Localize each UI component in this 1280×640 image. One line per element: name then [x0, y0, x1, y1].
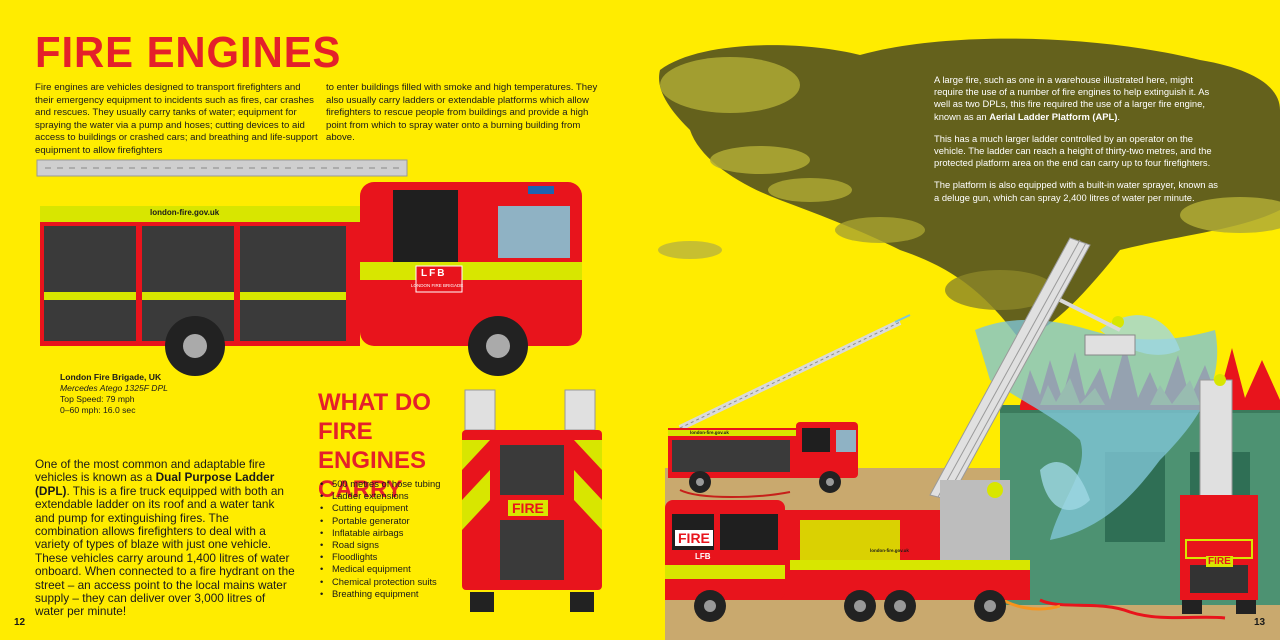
apl-paragraph-2: This has a much larger ladder controlled…: [934, 132, 1212, 169]
para1-bold: Aerial Ladder Platform (APL): [989, 110, 1118, 122]
rear-view-truck-right: [1180, 374, 1258, 614]
list-item: Medical equipment: [318, 563, 440, 575]
body-part-2: . This is a fire truck equipped with bot…: [35, 483, 295, 619]
list-item: Cutting equipment: [318, 502, 440, 514]
caption-acceleration: 0–60 mph: 16.0 sec: [60, 405, 136, 415]
para1-text: A large fire, such as one in a warehouse…: [934, 74, 1210, 122]
para1-end: .: [1117, 110, 1121, 122]
smoke-cloud: [659, 38, 1280, 341]
body-part-1: One of the most common and adaptable fir…: [35, 457, 266, 485]
apl-paragraph-1: A large fire, such as one in a warehouse…: [934, 74, 1224, 123]
truck-caption: London Fire Brigade, UK Mercedes Atego 1…: [60, 372, 168, 416]
truck-side-url: london-fire.gov.uk: [150, 208, 220, 217]
list-item: Chemical protection suits: [318, 576, 440, 588]
body-bold: Dual Purpose Ladder (DPL): [35, 470, 275, 498]
apl-logo: LFB: [695, 552, 711, 561]
water-spray: [975, 319, 1218, 540]
page-title: FIRE ENGINES: [35, 28, 342, 77]
apl-label: FIRE: [675, 530, 713, 546]
dpl-body-text: One of the most common and adaptable fir…: [35, 457, 295, 619]
truck-side-logo-sub: LONDON FIRE BRIGADE: [411, 283, 464, 288]
page-number-left: 12: [14, 617, 26, 628]
page-number-right: 13: [1254, 617, 1266, 628]
apl-paragraph-3: The platform is also equipped with a bui…: [934, 179, 1218, 203]
apl-description: A large fire, such as one in a warehouse…: [934, 74, 1224, 214]
caption-model: Mercedes Atego 1325F DPL: [60, 383, 168, 393]
apl-url: london-fire.gov.uk: [870, 548, 909, 553]
intro-column-1: Fire engines are vehicles designed to tr…: [35, 82, 318, 156]
list-item: Inflatable airbags: [318, 527, 440, 539]
list-item: Portable generator: [318, 515, 440, 527]
truck-rear-label: FIRE: [508, 500, 548, 516]
carry-list: 500 metres of hose tubing Ladder extensi…: [318, 478, 440, 600]
truck-side-logo: LFB: [421, 268, 447, 279]
list-item: Road signs: [318, 539, 440, 551]
dpl-side-view-truck: [36, 159, 582, 376]
rear-truck-right-label: FIRE: [1206, 556, 1233, 567]
list-item: 500 metres of hose tubing: [318, 478, 440, 490]
list-item: Ladder extensions: [318, 490, 440, 502]
list-item: Floodlights: [318, 551, 440, 563]
intro-column-2: to enter buildings filled with smoke and…: [326, 82, 598, 144]
hose: [679, 489, 791, 498]
small-dpl-truck: [668, 314, 911, 493]
caption-name: London Fire Brigade, UK: [60, 372, 162, 382]
small-truck-url: london-fire.gov.uk: [690, 430, 729, 435]
list-item: Breathing equipment: [318, 588, 440, 600]
caption-top-speed: Top Speed: 79 mph: [60, 394, 135, 404]
